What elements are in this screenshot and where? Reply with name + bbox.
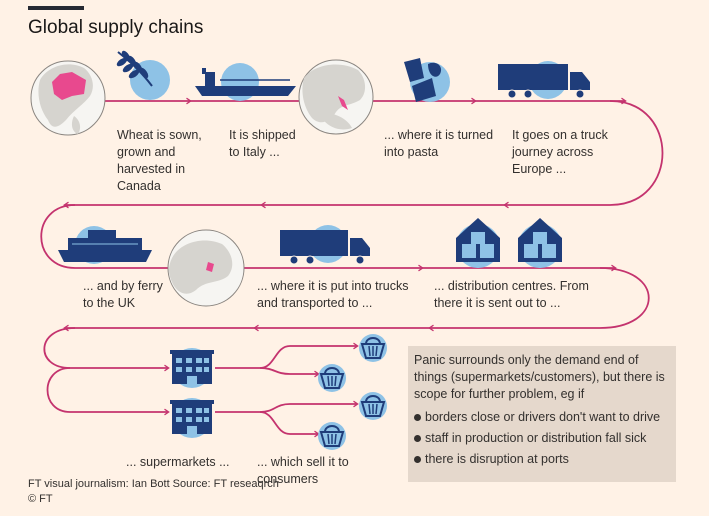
warehouse-icon	[456, 218, 500, 268]
globe-italy-icon	[298, 59, 374, 135]
truck-icon	[498, 61, 590, 99]
warehouse-icon-2	[518, 218, 562, 268]
step-consumers-text: ... which sell it to consumers	[257, 455, 349, 486]
risk-item: borders close or drivers don't want to d…	[414, 409, 674, 426]
risk-item: staff in production or distribution fall…	[414, 430, 674, 447]
supermarket-icon	[170, 348, 214, 388]
header-rule	[28, 6, 84, 10]
globe-uk-icon	[167, 229, 245, 307]
step-truck-text: It goes on a truck journey across Europe…	[512, 128, 608, 176]
pasta-icon	[404, 58, 450, 102]
bullet-icon	[414, 435, 421, 442]
truck-uk-icon	[280, 225, 370, 265]
panel-lead-text: Panic surrounds only the demand end of t…	[414, 353, 665, 401]
step-ship-text: It is shipped to Italy ...	[229, 128, 296, 159]
route-path	[40, 97, 664, 438]
bullet-icon	[414, 456, 421, 463]
risk-item: there is disruption at ports	[414, 451, 674, 468]
globe-canada-icon	[30, 60, 106, 136]
wheat-icon	[116, 50, 170, 100]
step-distribution-text: ... distribution centres. From there it …	[434, 279, 589, 310]
basket-icon-3	[359, 392, 387, 420]
basket-icon-4	[318, 422, 346, 450]
page-title: Global supply chains	[28, 17, 204, 38]
step-pasta-text: ... where it is turned into pasta	[384, 128, 494, 159]
ferry-icon	[58, 226, 152, 264]
copyright: © FT	[28, 493, 53, 505]
risk-list: borders close or drivers don't want to d…	[414, 409, 674, 472]
risk-panel: Panic surrounds only the demand end of t…	[408, 346, 676, 482]
step-ferry-text: ... and by ferry to the UK	[83, 279, 163, 310]
step-wheat-text: Wheat is sown, grown and harvested in Ca…	[117, 128, 202, 193]
basket-icon-1	[359, 334, 387, 362]
basket-icon-2	[318, 364, 346, 392]
step-trucks-uk-text: ... where it is put into trucks and tran…	[257, 279, 409, 310]
credit-line: FT visual journalism: Ian Bott Source: F…	[28, 478, 279, 490]
bullet-icon	[414, 414, 421, 421]
supermarket-icon-2	[170, 398, 214, 438]
step-supermarkets-text: ... supermarkets ...	[126, 455, 230, 469]
cargo-ship-icon	[195, 63, 296, 101]
